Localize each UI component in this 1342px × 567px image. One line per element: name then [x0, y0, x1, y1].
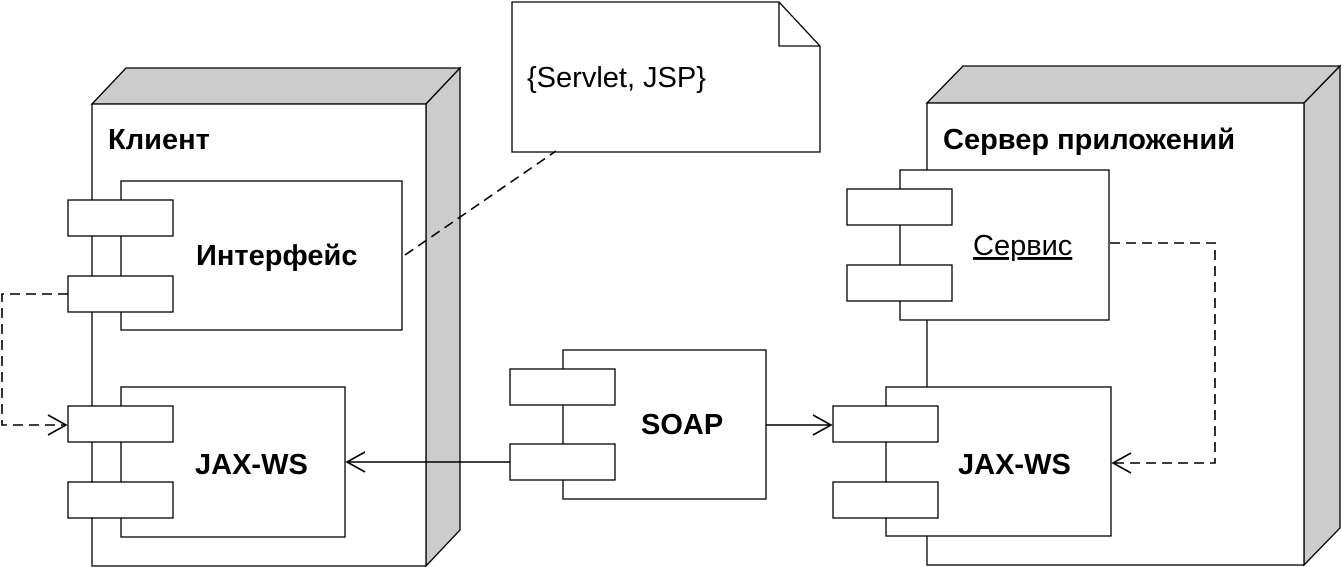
soap-component-tab-bottom — [509, 443, 616, 481]
note-text: {Servlet, JSP} — [527, 62, 706, 94]
server-node-top-face — [925, 65, 1342, 104]
note-anchor-line — [404, 150, 557, 256]
server-jaxws-component-tab-bottom — [832, 481, 939, 519]
client-jaxws-component-tab-bottom — [67, 481, 174, 519]
service-component-tab-bottom — [846, 264, 953, 302]
client-jaxws-component-label: JAX-WS — [195, 449, 308, 481]
soap-component: SOAP — [509, 349, 767, 500]
interface-to-jaxws-dependency-arrow — [1, 293, 68, 436]
service-component-tab-top — [846, 188, 953, 226]
interface-component-label: Интерфейс — [196, 240, 357, 272]
client-node-top-face — [90, 67, 462, 105]
service-component: Сервис — [846, 169, 1110, 321]
note: {Servlet, JSP} — [511, 1, 821, 153]
client-jaxws-component: JAX-WS — [67, 386, 346, 538]
client-node-side-face — [425, 66, 461, 567]
server-jaxws-component-tab-top — [832, 405, 939, 443]
note-folded-corner — [778, 2, 820, 47]
soap-component-tab-top — [509, 368, 616, 406]
interface-component-tab-bottom — [67, 275, 174, 313]
note-body — [511, 1, 821, 153]
client-jaxws-component-tab-top — [67, 405, 174, 443]
server-jaxws-component-label: JAX-WS — [958, 449, 1071, 481]
server-node-side-face — [1303, 64, 1341, 567]
interface-component: Интерфейс — [67, 180, 403, 331]
service-component-label: Сервис — [973, 230, 1072, 262]
server-node-title: Сервер приложений — [943, 124, 1235, 156]
soap-component-label: SOAP — [641, 409, 723, 441]
service-to-jaxws-dependency-arrow — [1110, 242, 1216, 474]
server-jaxws-component: JAX-WS — [832, 386, 1112, 537]
interface-component-tab-top — [67, 199, 174, 237]
client-node-title: Клиент — [108, 124, 210, 156]
